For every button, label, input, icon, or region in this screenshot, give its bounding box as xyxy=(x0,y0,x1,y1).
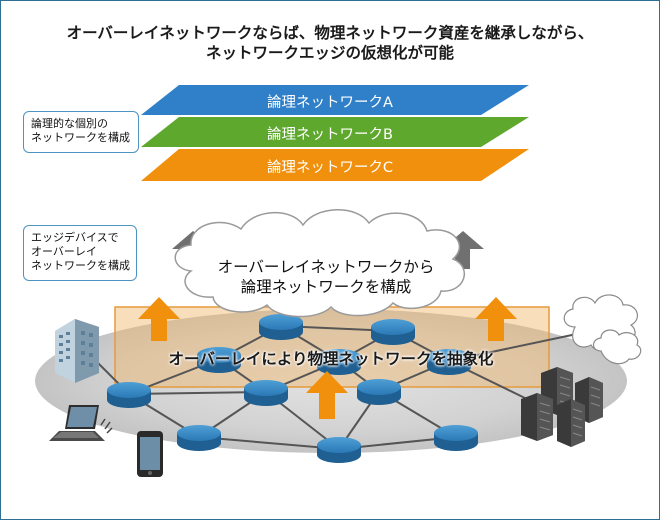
network-node xyxy=(317,437,361,463)
network-node xyxy=(427,349,471,375)
laptop-icon xyxy=(49,405,113,441)
layer-c-label: 論理ネットワークC xyxy=(266,160,394,176)
internet-cloud-icon xyxy=(563,294,642,365)
callout-logical-line-1: 論理的な個別の xyxy=(31,117,108,130)
network-node xyxy=(107,382,151,408)
orange-up-arrow xyxy=(475,297,517,341)
layer-b-label: 論理ネットワークB xyxy=(267,127,393,143)
office-building-icon xyxy=(55,319,99,383)
callout-edge-line-2: オーバーレイ xyxy=(31,245,97,258)
network-node xyxy=(177,425,221,451)
layer-c-shape xyxy=(141,149,529,181)
network-node xyxy=(259,314,303,340)
layer-a-shape xyxy=(141,85,529,115)
title-line-2: ネットワークエッジの仮想化が可能 xyxy=(205,44,454,62)
cloud-text-line-2: 論理ネットワークを構成 xyxy=(240,278,412,296)
orange-up-arrow xyxy=(138,297,180,341)
callout-logical-network: 論理的な個別の ネットワークを構成 xyxy=(23,111,139,153)
cloud-text-line-1: オーバーレイネットワークから xyxy=(217,258,435,276)
callout-edge-line-3: ネットワークを構成 xyxy=(31,259,130,272)
orange-up-arrows xyxy=(138,297,517,419)
overlay-abstraction-label: オーバーレイにより物理ネットワークを抽象化 xyxy=(168,350,494,368)
network-node xyxy=(434,425,478,451)
overlay-cloud xyxy=(174,209,465,318)
network-node xyxy=(317,349,361,375)
server-rack-icon xyxy=(521,367,603,447)
layer-b-shape xyxy=(141,117,529,147)
title-line-1: オーバーレイネットワークならば、物理ネットワーク資産を継承しながら、 xyxy=(66,24,594,42)
network-node xyxy=(197,347,241,373)
callout-edge-line-1: エッジデバイスで xyxy=(31,231,119,244)
network-node xyxy=(244,380,288,406)
callout-logical-line-2: ネットワークを構成 xyxy=(31,131,130,144)
network-node xyxy=(371,319,415,345)
orange-up-arrow xyxy=(306,371,348,419)
network-nodes xyxy=(107,314,478,463)
network-node xyxy=(357,379,401,405)
smartphone-icon xyxy=(137,431,163,477)
layer-a-label: 論理ネットワークA xyxy=(267,95,393,111)
callout-edge-device: エッジデバイスで オーバーレイ ネットワークを構成 xyxy=(23,225,137,281)
